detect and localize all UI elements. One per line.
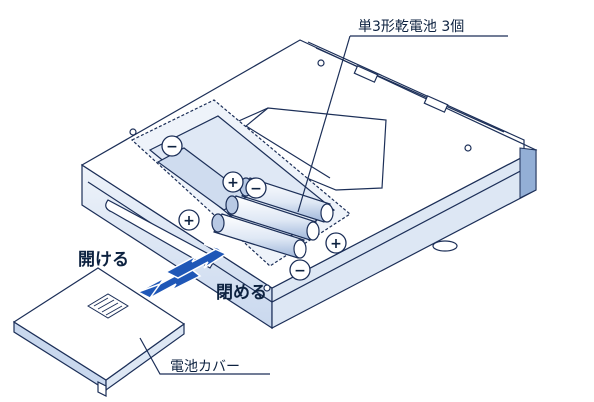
arrow-right-icon <box>164 243 228 279</box>
svg-text:+: + <box>227 175 239 191</box>
svg-text:−: − <box>250 181 262 197</box>
label-cover: 電池カバー <box>170 359 240 375</box>
cover-tab <box>97 381 107 397</box>
battery-2 <box>225 195 320 241</box>
cover-top <box>12 267 186 381</box>
callout-line-batteries <box>297 35 351 213</box>
svg-text:+: + <box>330 236 342 252</box>
plus-icon: + <box>325 232 347 254</box>
label-batteries: 単3形乾電池 3個 <box>358 19 464 35</box>
battery-1 <box>211 213 307 259</box>
svg-text:+: + <box>183 213 195 229</box>
minus-icon: − <box>245 177 267 199</box>
svg-text:−: − <box>166 139 178 155</box>
device-foot <box>432 240 458 252</box>
minus-icon: − <box>289 259 311 281</box>
minus-icon: − <box>161 135 183 157</box>
svg-text:−: − <box>294 263 306 279</box>
battery-cover <box>12 267 186 397</box>
screw-hole <box>129 128 137 136</box>
grip-texture <box>87 293 129 319</box>
arrow-left-icon <box>136 267 202 299</box>
device-trim <box>519 147 537 199</box>
label-open: 開ける <box>78 250 129 270</box>
device-hinge <box>307 41 525 150</box>
plus-icon: + <box>222 171 244 193</box>
polarity-markers: − + − + + − <box>161 135 347 281</box>
callout-line-cover <box>139 337 270 375</box>
hinge-notch <box>353 65 379 83</box>
plus-icon: + <box>178 209 200 231</box>
label-close: 閉める <box>216 283 267 303</box>
